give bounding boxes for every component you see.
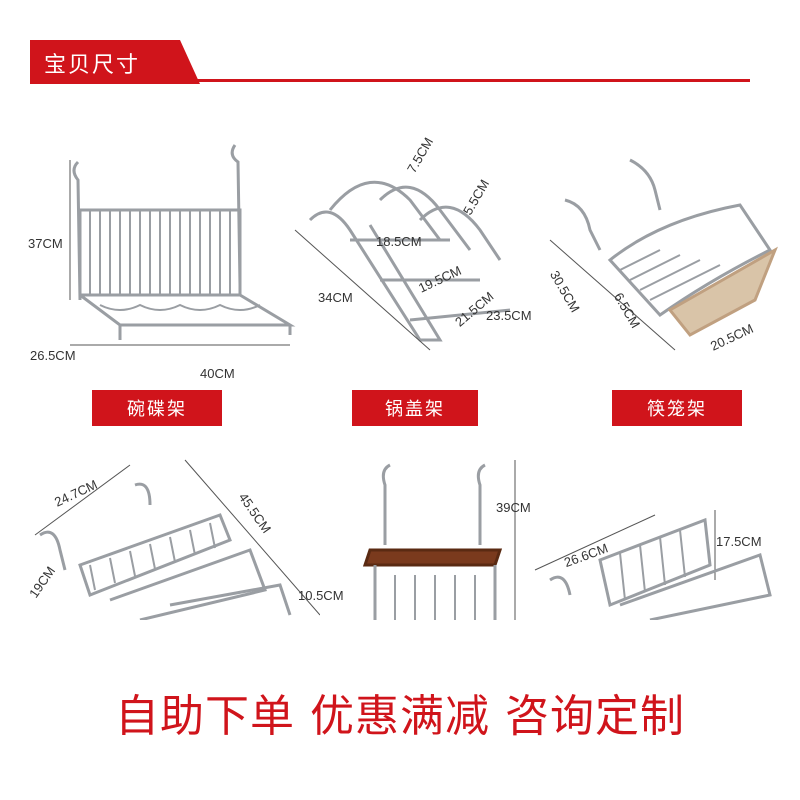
- dim-double-height: 10.5CM: [298, 588, 344, 603]
- chopstick-rack-image: [540, 150, 780, 360]
- chopstick-rack-label: 筷笼架: [612, 390, 742, 426]
- section-title: 宝贝尺寸: [44, 53, 141, 78]
- dim-height: 37CM: [28, 236, 63, 251]
- promo-slogan: 自助下单 优惠满减 咨询定制: [115, 691, 685, 742]
- dim-depth: 26.5CM: [30, 348, 76, 363]
- pot-lid-rack-image: [290, 140, 530, 360]
- dim-knife-height: 39CM: [496, 500, 531, 515]
- dim-width: 40CM: [200, 366, 235, 381]
- dish-rack-image: [60, 140, 300, 360]
- small-rack-image: [530, 505, 780, 620]
- dim-small-height: 17.5CM: [716, 534, 762, 549]
- double-rack-image: [20, 455, 320, 620]
- pot-lid-rack-label: 锅盖架: [352, 390, 478, 426]
- header-divider: [30, 79, 750, 82]
- dim-lid-1: 18.5CM: [376, 234, 422, 249]
- header-tab: [30, 40, 200, 84]
- dish-rack-label: 碗碟架: [92, 390, 222, 426]
- knife-holder-image: [345, 455, 535, 620]
- dim-lid-depth: 34CM: [318, 290, 353, 305]
- dim-lid-width: 23.5CM: [486, 308, 532, 323]
